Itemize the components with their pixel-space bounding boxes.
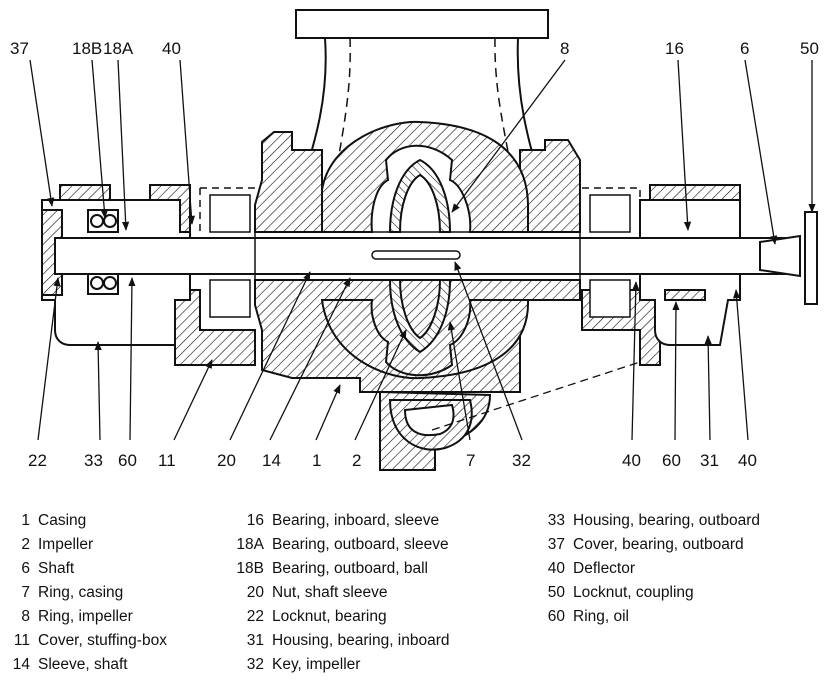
callout-14: 14 — [262, 451, 281, 470]
callout-40-a: 40 — [622, 451, 641, 470]
callout-32: 32 — [512, 451, 531, 470]
discharge-flange — [295, 9, 549, 39]
callout-40: 40 — [162, 39, 181, 58]
callout-16: 16 — [665, 39, 684, 58]
callouts-bottom: 22 33 60 11 20 14 1 2 7 32 40 60 31 40 — [28, 451, 757, 470]
drawing-linework — [41, 9, 818, 471]
coupling-end — [759, 234, 801, 278]
impeller-upper — [388, 158, 452, 233]
callout-33: 33 — [84, 451, 103, 470]
callout-6: 6 — [740, 39, 749, 58]
callout-31: 31 — [700, 451, 719, 470]
callout-50: 50 — [800, 39, 819, 58]
leader-lines — [29, 59, 816, 441]
callout-7: 7 — [466, 451, 475, 470]
callout-20: 20 — [217, 451, 236, 470]
callout-18b: 18B — [72, 39, 102, 58]
callout-1: 1 — [312, 451, 321, 470]
callout-40-b: 40 — [738, 451, 757, 470]
callouts-top: 37 18B 18A 40 8 16 6 50 — [10, 39, 819, 58]
impeller-key — [371, 250, 461, 260]
coupling-locknut — [804, 211, 818, 305]
callout-60: 60 — [118, 451, 137, 470]
callout-22: 22 — [28, 451, 47, 470]
callout-37: 37 — [10, 39, 29, 58]
callout-2: 2 — [352, 451, 361, 470]
callout-18a: 18A — [103, 39, 134, 58]
callout-11: 11 — [158, 451, 176, 470]
stuffing-box-cover-left — [174, 289, 256, 366]
callout-60-a: 60 — [662, 451, 681, 470]
volute-upper — [321, 120, 530, 233]
callout-8: 8 — [560, 39, 569, 58]
shaft-sleeve — [254, 231, 581, 281]
